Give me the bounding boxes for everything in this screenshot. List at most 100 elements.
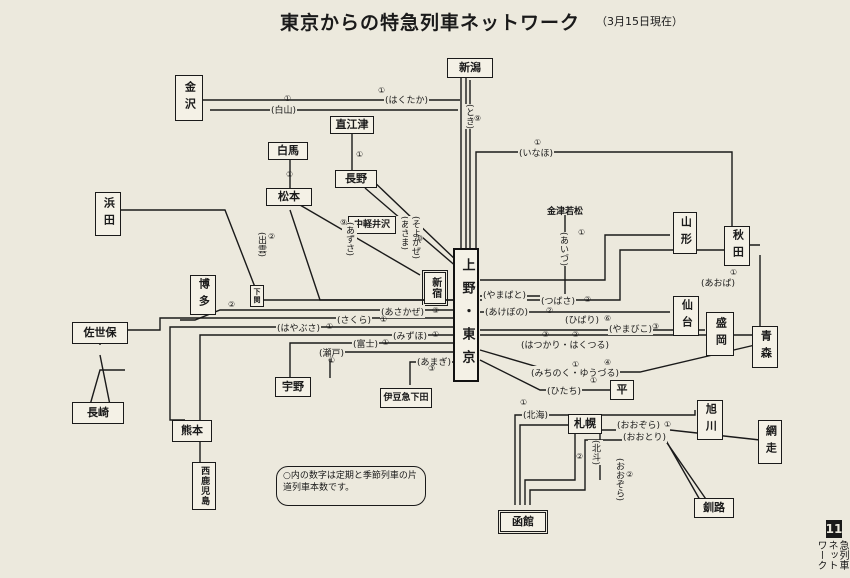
count-seto: ①	[328, 356, 336, 365]
train-hakusan: (白山)	[270, 103, 298, 116]
train-azusa: (あずさ)	[342, 222, 357, 257]
train-sakura: (さくら)	[336, 313, 373, 326]
page-subtitle: （3月15日現在）	[596, 15, 683, 28]
count-hayabusa: ①	[326, 322, 334, 331]
station-yamagata: 山形	[673, 212, 697, 254]
line-aizu	[480, 215, 566, 297]
train-akebono: (あけぼの)	[484, 305, 530, 318]
train-hibari: (ひばり)	[564, 313, 601, 326]
count-toki: ⑨	[474, 114, 482, 123]
margin-caption: 東京からの特急列車ネットワーク	[815, 540, 850, 570]
count-naoetsu: ①	[356, 150, 364, 159]
count-yamabiko: ③	[652, 322, 660, 331]
count-aoba: ①	[730, 268, 738, 277]
count-asakaze: ③	[432, 306, 440, 315]
station-sendai: 仙台	[673, 296, 699, 336]
station-asahikawa: 旭川	[697, 400, 723, 440]
count-aizu: ①	[578, 228, 586, 237]
station-akita: 秋田	[724, 226, 750, 266]
count-michinoku-a: ①	[572, 360, 580, 369]
train-mizuho: (みずほ)	[392, 329, 429, 342]
count-hokkai: ①	[520, 398, 528, 407]
count-akebono: ②	[546, 306, 554, 315]
station-taira: 平	[610, 380, 634, 400]
train-hokkai: (北海)	[522, 408, 550, 421]
count-hakutaka: ①	[378, 86, 386, 95]
station-aizuwakamatsu: 金津若松	[546, 206, 583, 217]
station-morioka: 盛岡	[706, 312, 734, 356]
train-hatsukari: (はつかり・はくつる)	[520, 338, 611, 351]
station-izukyu-shimoda: 伊豆急下田	[380, 388, 432, 408]
count-michinoku-b: ④	[604, 358, 612, 367]
line-fuji	[289, 342, 458, 378]
count-izumo: ②	[268, 232, 276, 241]
count-sakura: ①	[380, 315, 388, 324]
count-hokuto: ②	[576, 452, 584, 461]
line-izumo	[120, 209, 458, 301]
train-fuji: (富士)	[352, 337, 380, 350]
station-sapporo: 札幌	[568, 414, 602, 434]
station-niigata: 新潟	[447, 58, 493, 78]
station-hakuba: 白馬	[268, 142, 308, 160]
station-kushiro: 釧路	[694, 498, 734, 518]
count-amagi: ③	[428, 364, 436, 373]
station-hakata: 博多	[190, 275, 216, 315]
count-fuji: ①	[382, 338, 390, 347]
train-hayabusa: (はやぶさ)	[276, 321, 322, 334]
train-tsubasa: (つばさ)	[540, 294, 577, 307]
train-yamabato: (やまばと)	[482, 288, 528, 301]
count-hatsukari-a: ③	[542, 330, 550, 339]
station-shimonoseki: 下関	[250, 285, 264, 307]
train-seto: (瀬戸)	[318, 346, 346, 359]
station-abashiri: 網走	[758, 420, 782, 464]
line-hokkai	[514, 410, 696, 505]
train-aizu: (あいづ)	[556, 232, 571, 267]
station-kanazawa: 金沢	[175, 75, 203, 121]
train-hokuto: (北斗)	[588, 440, 603, 466]
station-aomori: 青森	[752, 326, 778, 368]
count-tsubasa: ②	[584, 295, 592, 304]
train-hitachi: (ひたち)	[546, 384, 583, 397]
train-ootori: (おおとり)	[622, 430, 668, 443]
train-aoba: (あおば)	[700, 276, 737, 289]
station-nagano: 長野	[335, 170, 377, 188]
train-asakaze: (あさかぜ)	[380, 305, 426, 318]
count-hakuba: ①	[286, 170, 294, 179]
count-hibari: ⑥	[604, 314, 612, 323]
count-asama: ⑩	[416, 234, 424, 243]
count-hatsukari-b: ②	[572, 330, 580, 339]
count-azusa: ⑨	[340, 218, 348, 227]
line-inaho	[475, 151, 733, 255]
train-yamabiko: (やまびこ)	[608, 322, 654, 335]
hub-ueno-tokyo: 上野・東京	[453, 248, 479, 382]
station-hakodate: 函館	[497, 509, 549, 535]
station-matsumoto: 松本	[266, 188, 312, 206]
count-mizuho: ①	[432, 330, 440, 339]
train-shinano: (そよかぜ)	[408, 216, 423, 260]
train-amagi: (あまぎ)	[416, 355, 453, 368]
count-hakata: ②	[228, 300, 236, 309]
station-nagasaki: 長崎	[72, 402, 124, 424]
station-sasebo: 佐世保	[72, 322, 128, 344]
count-oozora: ①	[664, 420, 672, 429]
station-shinjuku: 新宿	[421, 269, 449, 307]
station-nakakaruizawa: 中軽井沢	[348, 216, 396, 234]
count-inaho: ①	[534, 138, 542, 147]
count-oozora-b: ②	[626, 470, 634, 479]
legend-note: ○内の数字は定期と季節列車の片道列車本数です。	[276, 466, 426, 506]
train-inaho: (いなほ)	[518, 146, 555, 159]
line-yamabato	[480, 234, 670, 281]
page-number: 11	[825, 520, 843, 538]
count-hitachi: ①	[590, 376, 598, 385]
train-hakutaka: (はくたか)	[384, 93, 430, 106]
station-uno: 宇野	[275, 377, 311, 397]
station-nishikagoshima: 西鹿児島	[192, 462, 216, 510]
station-naoetsu: 直江津	[330, 116, 374, 134]
page-title: 東京からの特急列車ネットワーク	[280, 12, 581, 34]
train-oozora: (おおぞら)	[616, 418, 662, 431]
station-hamada: 浜田	[95, 192, 121, 236]
line-hitachi	[479, 359, 610, 391]
train-toki: (とき)	[462, 104, 477, 130]
train-izumo: (出雲)	[254, 232, 269, 258]
